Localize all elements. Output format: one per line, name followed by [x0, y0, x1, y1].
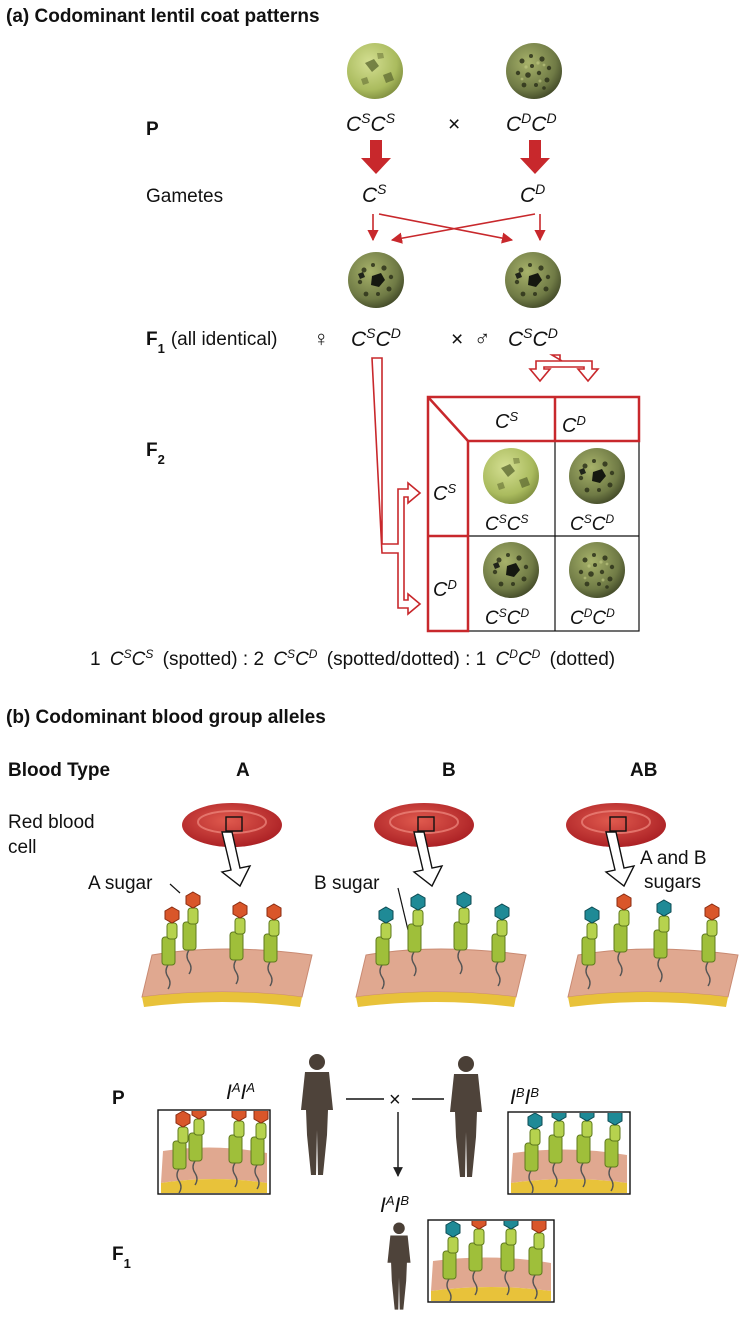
f2-ratio: 1 CSCS (spotted) : 2 CSCD (spotted/dotte… [90, 647, 615, 670]
blood-type-a: A [236, 760, 250, 781]
parent-genotype-ss: CSCS [346, 110, 396, 136]
gamete-arrow-left [361, 140, 391, 174]
parent-dotted-seed [506, 43, 562, 99]
punnett-square: CS CD CS CD CSCS CSCD CSCD CDCD [426, 395, 641, 633]
f2-hollow-arrows [371, 354, 600, 616]
f1-seed-female [348, 252, 404, 308]
f2-genotype-dd: CDCD [570, 606, 615, 629]
panel-b-title: (b) Codominant blood group alleles [6, 707, 326, 728]
gamete-crossing-arrows [367, 213, 546, 244]
f2-seed-sd-bottom [483, 542, 539, 598]
generation-p-label: P [146, 119, 159, 140]
f1-label-b: F1 [112, 1244, 131, 1271]
gamete-s: CS [362, 181, 387, 207]
zoom-arrows [220, 831, 636, 888]
f2-seed-sd-top [569, 448, 625, 504]
f2-label: F2 [146, 440, 165, 467]
f2-seed-ss [483, 448, 539, 504]
f2-genotype-sd-top: CSCD [570, 512, 614, 535]
f2-genotype-sd-bottom: CSCD [485, 606, 529, 629]
a-sugar-label: A sugar [88, 873, 153, 894]
genotype-iaia: IAIA [226, 1080, 255, 1105]
membrane-type-ab [567, 893, 739, 1008]
box-type-b-cell [507, 1111, 631, 1195]
punnett-row-header-d: CD [433, 577, 457, 602]
blood-type-b: B [442, 760, 456, 781]
gamete-arrow-right [520, 140, 550, 174]
cross-symbol-b: × [389, 1089, 401, 1111]
punnett-col-header-s: CS [495, 409, 518, 434]
f1-genotype-female: CSCD [351, 325, 401, 351]
male-symbol: ♂ [474, 326, 491, 351]
panel-a: (a) Codominant lentil coat patterns P CS… [6, 6, 641, 670]
rbc-label-line1: Red blood [8, 812, 95, 833]
ab-sugar-label-line1: A and B [640, 848, 707, 869]
blood-type-heading: Blood Type [8, 760, 110, 781]
f1-seed-male [505, 252, 561, 308]
parent-spotted-seed [347, 43, 403, 99]
genotype-iaib: IAIB [380, 1193, 409, 1218]
generation-p-label-b: P [112, 1088, 125, 1109]
f2-seed-dd [569, 542, 625, 598]
punnett-col-header-d: CD [562, 413, 586, 438]
f1-genotype-male: CSCD [508, 325, 558, 351]
ab-sugar-label-line2: sugars [644, 872, 701, 893]
cross-symbol-p: × [448, 113, 460, 136]
rbc-label-line2: cell [8, 837, 37, 858]
box-type-ab-cell [427, 1219, 555, 1303]
membrane-type-a [141, 891, 313, 1008]
membrane-type-b [355, 891, 527, 1008]
cross-lines [346, 1098, 444, 1177]
blood-type-ab: AB [630, 760, 657, 781]
female-symbol: ♀ [313, 326, 330, 351]
gamete-d: CD [520, 181, 545, 207]
punnett-row-header-s: CS [433, 481, 456, 506]
b-sugar-label: B sugar [314, 873, 380, 894]
box-type-a-cell [157, 1109, 271, 1195]
f2-genotype-ss: CSCS [485, 512, 529, 535]
cross-symbol-f1: × [451, 328, 463, 351]
f1-label: F1(all identical) [146, 329, 278, 356]
panel-a-title: (a) Codominant lentil coat patterns [6, 6, 320, 27]
father-figure [301, 1054, 333, 1175]
mother-figure [450, 1056, 482, 1177]
panel-b: (b) Codominant blood group alleles Blood… [6, 707, 739, 1310]
child-figure [387, 1222, 411, 1310]
genotype-ibib: IBIB [510, 1085, 539, 1110]
parent-genotype-dd: CDCD [506, 110, 557, 136]
gametes-label: Gametes [146, 186, 223, 207]
